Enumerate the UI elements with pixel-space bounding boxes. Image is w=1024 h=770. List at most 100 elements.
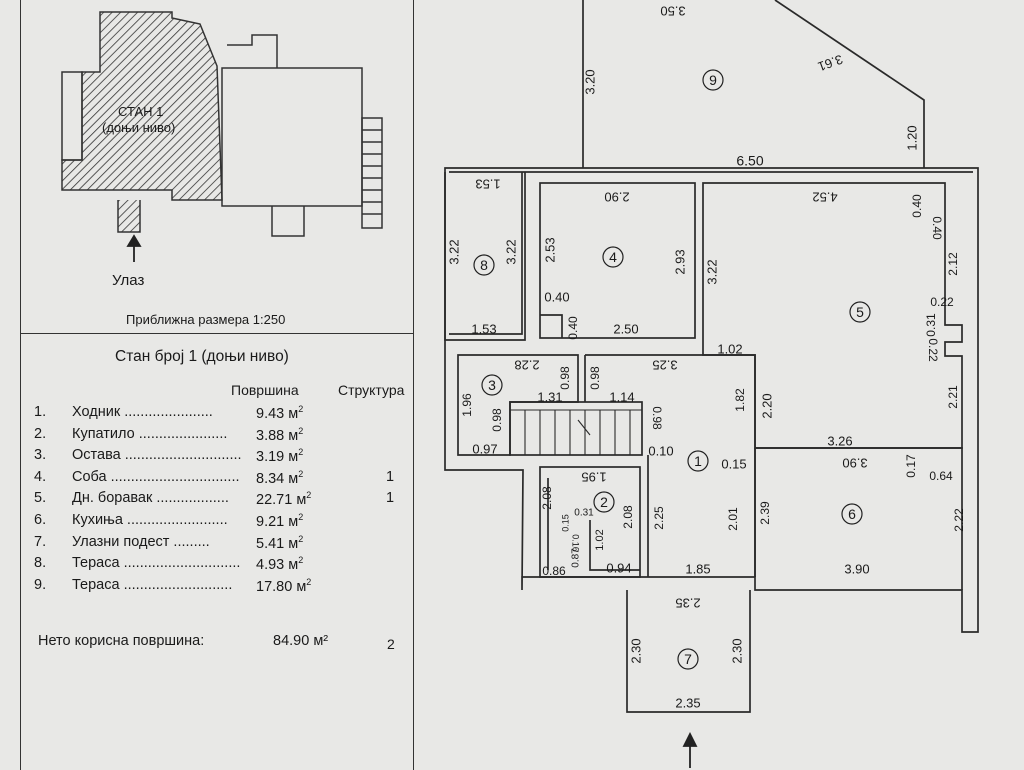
room-number-circle [687, 450, 709, 472]
room-number-text: 2 [600, 494, 608, 510]
row-number: 6. [34, 512, 47, 528]
row-number: 9. [34, 576, 47, 593]
stair-treads [510, 409, 642, 455]
scale-label: Приближна размера 1:250 [126, 312, 286, 327]
room-number-circle [602, 246, 624, 268]
row-value: 9.21 м2 [256, 512, 304, 530]
dimension-label: 2.30 [729, 638, 744, 663]
room-8-walls [444, 172, 526, 341]
row-number: 8. [34, 555, 47, 572]
room-number-4: 4 [602, 246, 624, 268]
dimension-label: 0.15 [560, 514, 570, 532]
dimension-label: 0.87 [571, 548, 582, 568]
room-number-text: 5 [856, 304, 864, 320]
table-row: 1. Ходник ...................... 9.43 м2 [34, 404, 414, 424]
table-row: 3.Остава .............................3.… [34, 447, 414, 467]
row-number: 2. [34, 425, 47, 442]
dimension-label: 1.31 [537, 389, 562, 404]
dimension-label: 2.35 [675, 596, 700, 611]
dimension-label: 2.53 [542, 237, 557, 262]
row-name: Кухиња ......................... [72, 512, 228, 528]
row-structure: 1 [386, 468, 395, 485]
dimension-label: 0.98 [650, 406, 664, 430]
dimension-label: 0.31 [924, 313, 938, 337]
dimension-label: 6.50 [736, 153, 763, 169]
dimension-label: 1.02 [717, 341, 742, 356]
dimension-label: 3.20 [582, 69, 597, 94]
room-number-circle [593, 491, 615, 513]
key-plan-top-bump [227, 34, 278, 68]
dimension-label: 1.82 [733, 388, 747, 412]
unit-superscript: 2 [298, 533, 304, 544]
row-number: 7. [34, 533, 47, 550]
unit-superscript: 2 [298, 512, 304, 522]
dimension-label: 2.39 [758, 501, 772, 525]
dimension-label: 2.35 [675, 695, 700, 710]
left-panel-border-left [20, 0, 21, 770]
room-number-2: 2 [593, 491, 615, 513]
room-number-circle [473, 254, 495, 276]
net-area-value: 84.90 м² [273, 633, 329, 649]
left-panel-border-right [413, 0, 414, 770]
row-value: 9.43 м2 [256, 404, 304, 422]
dimension-label: 0.17 [904, 454, 918, 478]
dimension-label: 2.01 [726, 507, 740, 531]
dimension-label: 3.90 [842, 456, 867, 471]
row-value: 17.80 м2 [256, 576, 312, 595]
row-number: 1. [34, 404, 47, 420]
dimension-label: 2.25 [652, 506, 666, 530]
key-plan [61, 11, 383, 262]
room-number-6: 6 [841, 503, 863, 525]
room-number-text: 1 [694, 453, 702, 469]
dimension-label: 3.25 [652, 358, 677, 373]
dimension-label: 1.95 [581, 470, 606, 485]
row-value: 22.71 м2 [256, 490, 312, 509]
dimension-label: 0.40 [566, 316, 580, 340]
dimension-label: 1.53 [475, 177, 500, 192]
dimension-label: 3.26 [827, 433, 852, 448]
dimension-label: 0.16 [571, 534, 581, 552]
room-number-circle [702, 69, 724, 91]
key-plan-unit-sublabel: (доњи ниво) [102, 120, 176, 135]
net-area-structure: 2 [387, 636, 395, 652]
dimension-label: 1.02 [594, 529, 606, 550]
key-plan-stair [361, 117, 383, 229]
dimension-label: 1.20 [904, 125, 919, 150]
dimension-label: 2.12 [946, 252, 960, 276]
col-header-area: Површина [231, 382, 299, 398]
room-number-5: 5 [849, 301, 871, 323]
dimension-label: 1.85 [685, 561, 710, 576]
dimension-label: 3.61 [816, 52, 845, 75]
room-2-inner [547, 478, 640, 571]
row-value: 8.34 м2 [256, 468, 304, 487]
room-number-text: 6 [848, 506, 856, 522]
row-name: Купатило ...................... [72, 425, 228, 442]
key-plan-stair-steps [362, 129, 382, 215]
entrance-arrow-icon [126, 234, 142, 262]
dimension-label: 0.98 [558, 366, 572, 390]
room-number-1: 1 [687, 450, 709, 472]
room-number-7: 7 [677, 648, 699, 670]
table-row: 2.Купатило ......................3.88 м2 [34, 426, 414, 446]
room-number-text: 9 [709, 72, 717, 88]
key-plan-bottom-porch [271, 206, 305, 237]
dimension-label: 0.40 [930, 216, 944, 240]
row-value: 4.93 м2 [256, 555, 304, 574]
row-name: Остава ............................. [72, 447, 242, 464]
dimension-label: 1.14 [609, 389, 634, 404]
unit-superscript: 2 [298, 425, 304, 436]
row-name: Ходник ...................... [72, 404, 213, 420]
room-number-text: 4 [609, 249, 617, 265]
dimension-label: 2.28 [514, 358, 539, 373]
room-7-walls [626, 590, 751, 713]
dimension-label: 1.96 [460, 393, 474, 417]
room-number-text: 8 [480, 257, 488, 273]
room-number-circle [849, 301, 871, 323]
room-6-walls [754, 447, 963, 590]
dimension-label: 2.08 [621, 505, 635, 529]
table-row: 4.Соба ................................8… [34, 469, 414, 489]
dimension-label: 0.15 [721, 456, 746, 471]
row-number: 5. [34, 490, 47, 507]
unit-superscript: 2 [298, 468, 304, 479]
col-header-structure: Структура [338, 382, 405, 398]
